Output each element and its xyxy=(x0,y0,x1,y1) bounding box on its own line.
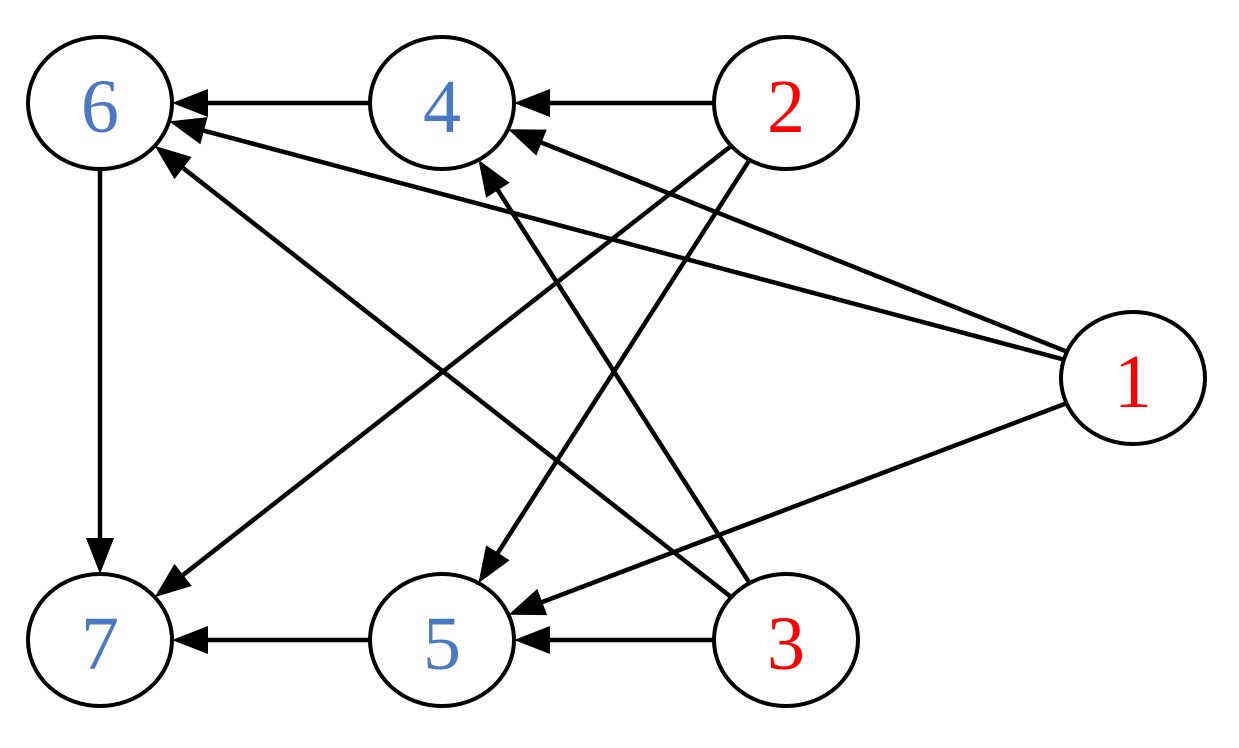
node-2: 2 xyxy=(712,35,860,171)
edge-2-to-5 xyxy=(478,158,752,584)
arrowhead-icon xyxy=(172,626,208,654)
arrowhead-icon xyxy=(478,159,510,198)
edge-3-to-6 xyxy=(154,145,733,599)
edges-layer xyxy=(86,89,1068,654)
node-circle xyxy=(368,572,516,708)
edge-1-to-5 xyxy=(508,401,1068,616)
arrowhead-icon xyxy=(154,563,192,598)
node-label: 7 xyxy=(81,602,119,686)
node-label: 3 xyxy=(767,602,805,686)
node-label: 1 xyxy=(1114,340,1152,424)
edge-1-to-6 xyxy=(169,117,1065,362)
edge-line xyxy=(494,158,752,556)
arrowhead-icon xyxy=(169,117,208,145)
edge-2-to-4 xyxy=(514,89,714,117)
edge-4-to-6 xyxy=(172,89,370,117)
node-circle xyxy=(26,572,174,708)
edge-line xyxy=(538,139,1068,354)
arrowhead-icon xyxy=(478,545,510,584)
arrowhead-icon xyxy=(514,89,550,117)
edge-line xyxy=(180,165,733,599)
edge-5-to-7 xyxy=(172,626,370,654)
arrowhead-icon xyxy=(514,626,550,654)
edge-2-to-7 xyxy=(154,144,733,598)
node-label: 4 xyxy=(423,65,461,149)
node-circle xyxy=(1059,310,1207,446)
arrowhead-icon xyxy=(172,89,208,117)
node-label: 2 xyxy=(767,65,805,149)
edge-line xyxy=(494,187,752,585)
edge-line xyxy=(180,144,733,578)
node-3: 3 xyxy=(712,572,860,708)
arrowhead-icon xyxy=(86,538,114,574)
nodes-layer: 1 2 3 4 5 6 7 xyxy=(26,35,1207,708)
edge-line xyxy=(201,127,1065,362)
node-circle xyxy=(712,35,860,171)
arrowhead-icon xyxy=(508,588,548,616)
node-5: 5 xyxy=(368,572,516,708)
edge-6-to-7 xyxy=(86,169,114,574)
node-label: 6 xyxy=(81,65,119,149)
edge-3-to-5 xyxy=(514,626,714,654)
edge-1-to-4 xyxy=(508,129,1068,354)
edge-3-to-4 xyxy=(478,159,752,585)
edge-line xyxy=(539,401,1068,605)
arrowhead-icon xyxy=(154,145,192,180)
node-6: 6 xyxy=(26,35,174,171)
node-label: 5 xyxy=(423,602,461,686)
arrowhead-icon xyxy=(508,129,547,156)
node-4: 4 xyxy=(368,35,516,171)
node-7: 7 xyxy=(26,572,174,708)
node-circle xyxy=(712,572,860,708)
node-circle xyxy=(26,35,174,171)
node-circle xyxy=(368,35,516,171)
node-1: 1 xyxy=(1059,310,1207,446)
